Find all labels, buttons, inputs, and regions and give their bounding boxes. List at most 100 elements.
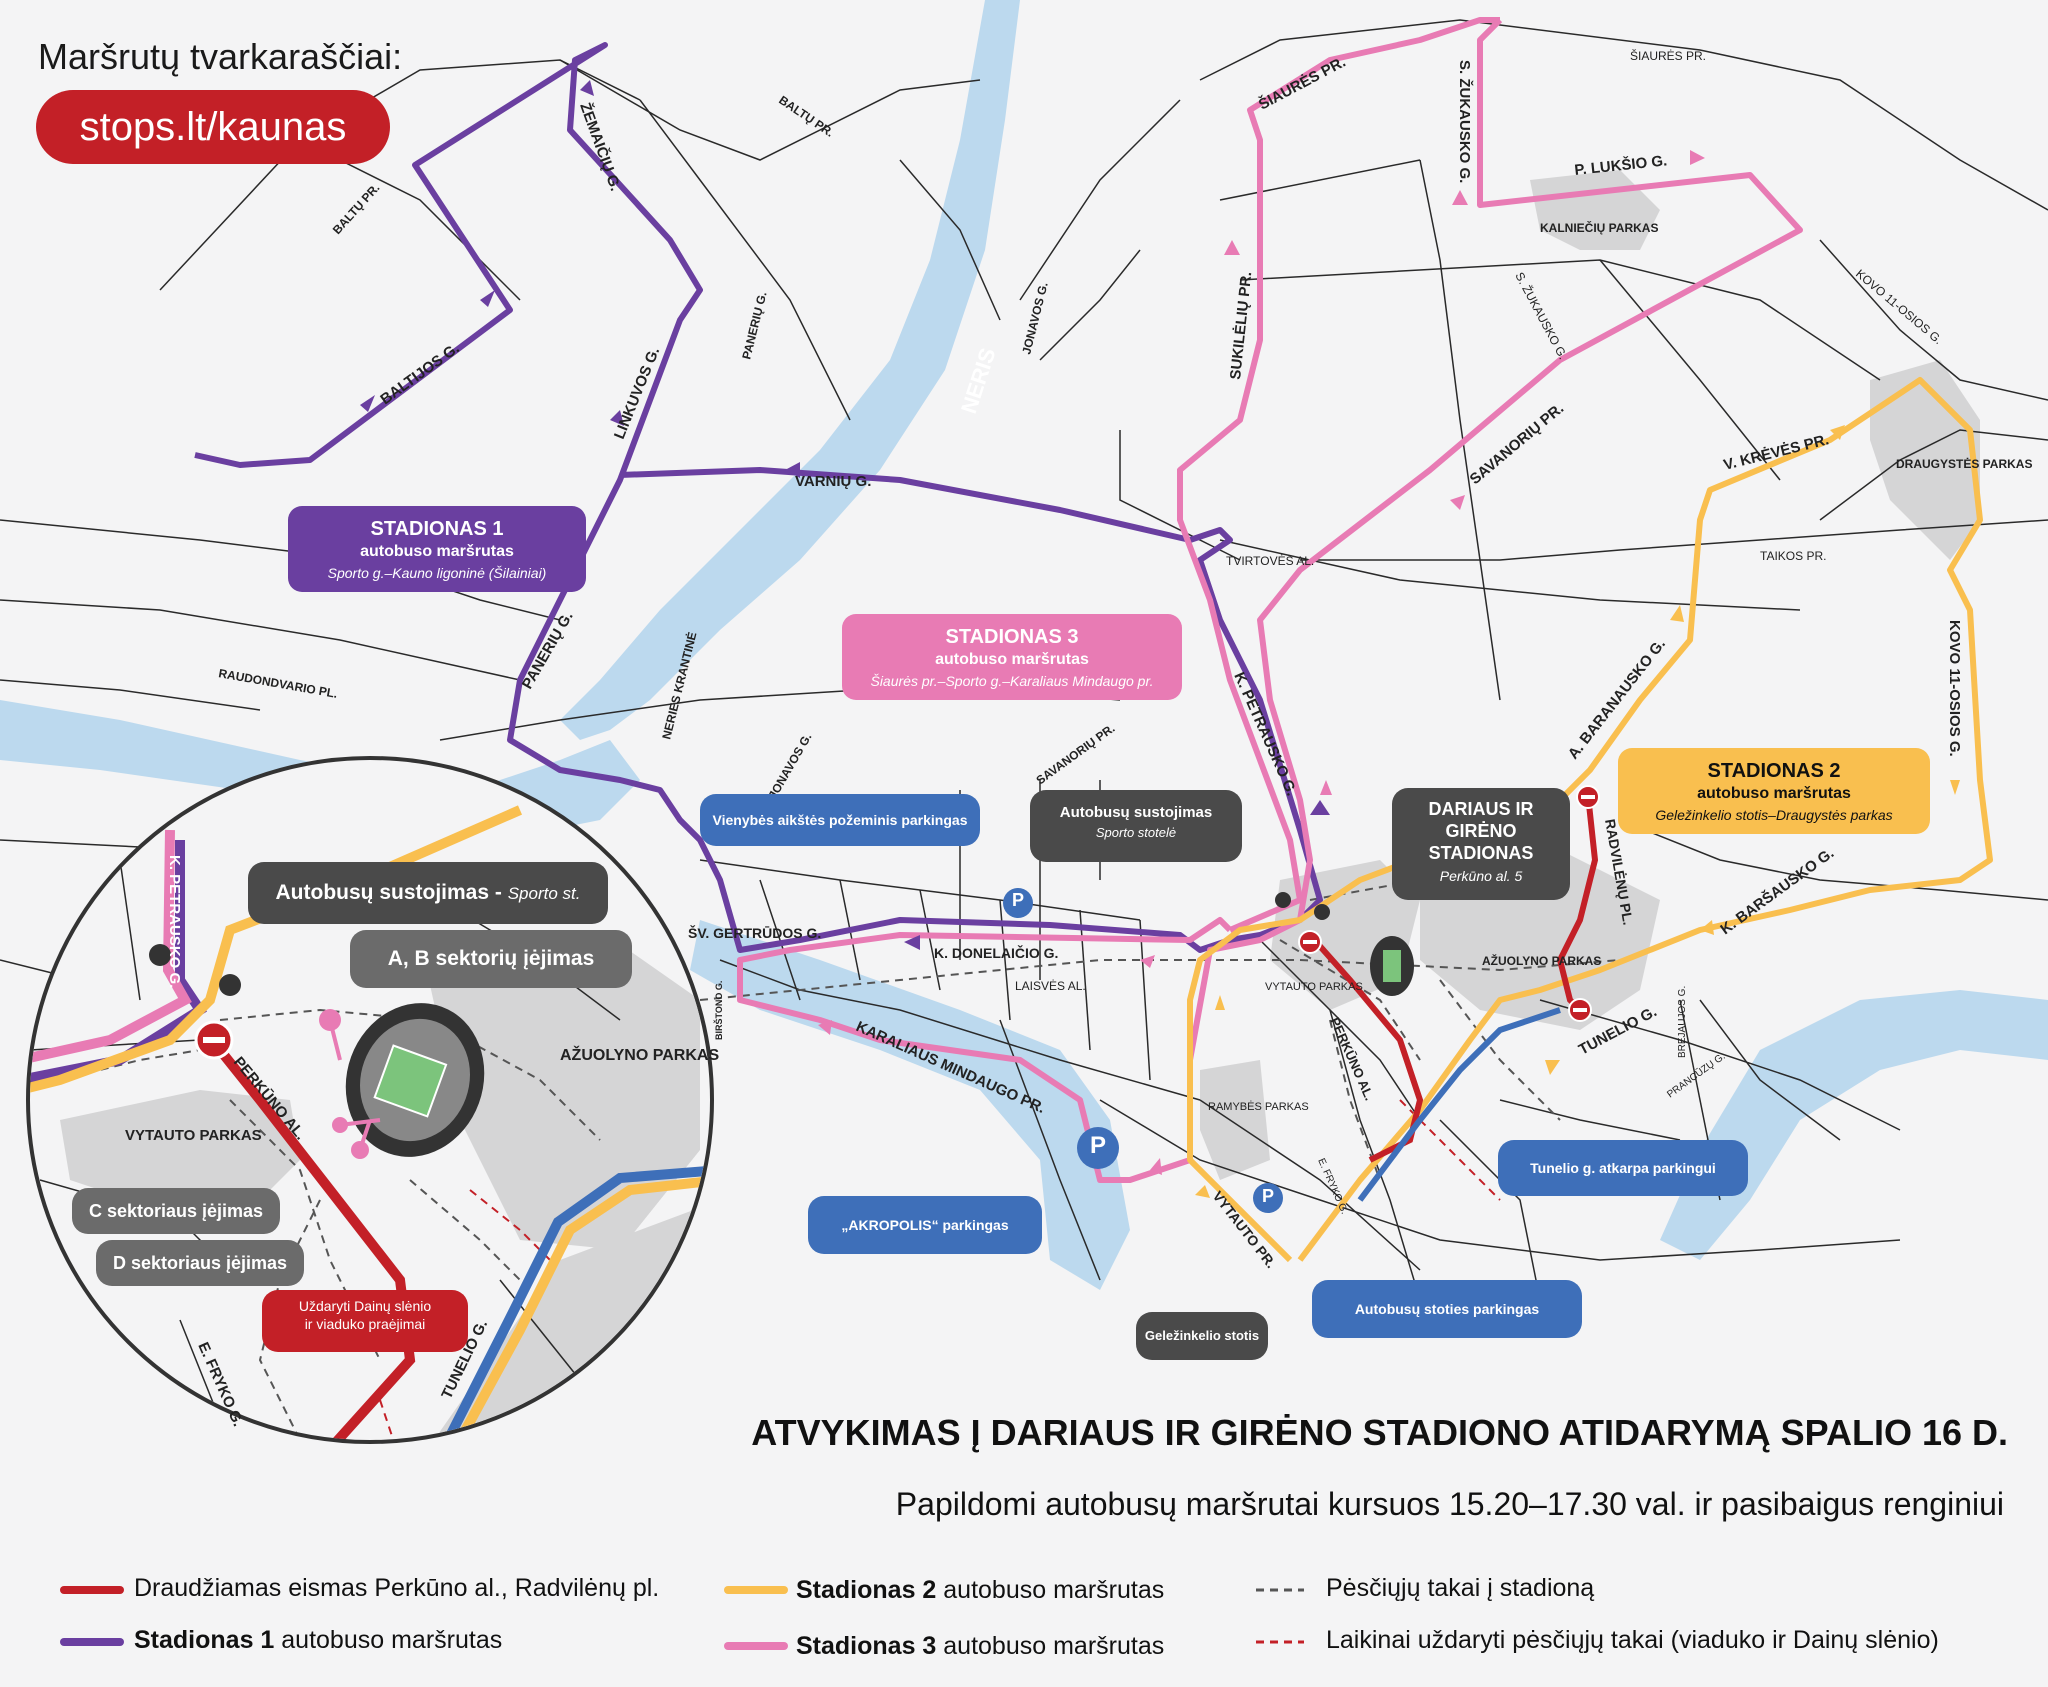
- street-network: [0, 19, 2048, 1301]
- street-label: JONAVOS G.: [765, 731, 814, 802]
- street-label: S. ŽUKAUSKO G.: [1456, 60, 1474, 183]
- street-label: K. DONELAIČIO G.: [934, 944, 1058, 961]
- street-label: K. BARŠAUSKO G.: [1717, 844, 1837, 938]
- stadium-address: Perkūno al. 5: [1439, 868, 1523, 884]
- route-1-title: STADIONAS 1: [370, 518, 504, 540]
- inset-stop-italic: Sporto st.: [507, 884, 581, 903]
- route-3-path: Šiaurės pr.–Sporto g.–Karaliaus Mindaugo…: [870, 673, 1154, 689]
- inset-label: K. PETRAUSKO G.: [166, 855, 183, 988]
- street-label: BALTŲ PR.: [776, 93, 836, 140]
- street-label: KOVO 11-OSIOS G.: [1853, 267, 1945, 347]
- poster-subtitle: Papildomi autobusų maršrutai kursuos 15.…: [895, 1486, 2004, 1522]
- street-label: V. KRĖVĖS PR.: [1722, 431, 1831, 474]
- legend-walk: Pėsčiųjų takai į stadioną: [1326, 1574, 1595, 1602]
- d-entrance-callout: D sektoriaus įėjimas: [96, 1240, 304, 1286]
- route-2-path: Geležinkelio stotis–Draugystės parkas: [1655, 807, 1893, 823]
- route-3-title: STADIONAS 3: [945, 626, 1079, 648]
- route-1-line: [194, 42, 1323, 953]
- street-label: RAUDONDVARIO PL.: [217, 666, 338, 701]
- stadium-icon: [1370, 936, 1414, 996]
- parks: [1200, 170, 1980, 1180]
- legend-route-2: Stadionas 2 autobuso maršrutas: [796, 1576, 1164, 1605]
- legend-route-3-bold: Stadionas 3: [796, 1632, 937, 1660]
- closed-text-line-2: ir viaduko praėjimai: [304, 1316, 426, 1332]
- legend-route-2-rest: autobuso maršrutas: [936, 1576, 1165, 1604]
- route-2-line: [1187, 377, 1993, 1263]
- street-label: PRANCŪZŲ G.: [1665, 1050, 1728, 1100]
- tunelio-parking-road: [1357, 1007, 1561, 1202]
- poster-title: ATVYKIMAS Į DARIAUS IR GIRĖNO STADIONO A…: [751, 1412, 2008, 1453]
- street-label: S. ŽUKAUSKO G.: [1512, 269, 1571, 361]
- street-label: PANERIŲ G.: [739, 290, 769, 360]
- route-2-box: STADIONAS 2 autobuso maršrutas Geležinke…: [1618, 748, 1930, 834]
- schedule-title: Maršrutų tvarkaraščiai:: [38, 36, 403, 77]
- parking-icon: [1003, 888, 1283, 1213]
- street-label: A. BARANAUSKO G.: [1565, 636, 1669, 763]
- street-label: VARNIŲ G.: [795, 473, 871, 490]
- legend-closed: Draudžiamas eismas Perkūno al., Radvilėn…: [134, 1574, 660, 1602]
- sporto-stop-title: Autobusų sustojimas: [1059, 804, 1213, 821]
- schedule-url-link[interactable]: stops.lt/kaunas: [36, 90, 390, 164]
- vienybes-parking-callout: Vienybės aikštės požeminis parkingas: [700, 794, 980, 846]
- inset-label: VYTAUTO PARKAS: [125, 1127, 262, 1144]
- street-label: LAISVĖS AL.: [1015, 979, 1086, 993]
- street-label: BALTŲ PR.: [330, 181, 383, 237]
- street-label: BIRŠTONO G.: [713, 981, 724, 1040]
- tunelio-parking-callout: Tunelio g. atkarpa parkingui: [1498, 1140, 1748, 1196]
- legend-route-1-bold: Stadionas 1: [134, 1626, 275, 1654]
- legend-swatches: [60, 1586, 1304, 1650]
- street-label: TAIKOS PR.: [1760, 549, 1826, 563]
- route-3-sub: autobuso maršrutas: [935, 651, 1089, 668]
- street-label: KOVO 11-OSIOS G.: [1946, 620, 1963, 757]
- bus-station-parking-callout: Autobusų stoties parkingas: [1312, 1280, 1582, 1338]
- street-label: ŠV. GERTRŪDOS G.: [688, 924, 821, 941]
- street-label: AŽUOLYNO PARKAS: [1482, 953, 1601, 968]
- street-label: VYTAUTO PARKAS: [1265, 981, 1363, 993]
- railway-station-callout: Geležinkelio stotis: [1136, 1312, 1268, 1360]
- stadium-title: DARIAUS IR GIRĖNO STADIONAS: [1428, 799, 1534, 863]
- legend-route-2-bold: Stadionas 2: [796, 1576, 937, 1604]
- route-1-sub: autobuso maršrutas: [360, 543, 514, 560]
- inset-stop-label: Autobusų sustojimas -: [275, 881, 502, 904]
- route-2-title: STADIONAS 2: [1707, 760, 1841, 782]
- street-label: SAVANORIŲ PR.: [1034, 721, 1118, 787]
- street-label: JONAVOS G.: [1019, 281, 1050, 356]
- legend-route-1: Stadionas 1 autobuso maršrutas: [134, 1626, 502, 1655]
- street-label: ŠIAURĖS PR.: [1255, 53, 1348, 114]
- legend-route-3-rest: autobuso maršrutas: [936, 1632, 1165, 1660]
- street-label: TVIRTOVĖS AL.: [1226, 554, 1314, 568]
- closed-paths-callout: Uždaryti Dainų slėnio ir viaduko praėjim…: [262, 1290, 468, 1352]
- parking-marker: P: [1011, 890, 1024, 910]
- street-label: E. FRYKO G.: [1315, 1157, 1349, 1216]
- street-label: KALNIEČIŲ PARKAS: [1540, 220, 1658, 235]
- legend-route-3: Stadionas 3 autobuso maršrutas: [796, 1632, 1164, 1661]
- stadium-box: DARIAUS IR GIRĖNO STADIONAS Perkūno al. …: [1392, 788, 1570, 900]
- no-entry-icon: [1298, 785, 1600, 1022]
- street-label: SAVANORIŲ PR.: [1467, 400, 1568, 488]
- route-3-north: [1177, 17, 1500, 933]
- bus-stop-dot: [1314, 904, 1330, 920]
- sporto-stop-callout: Autobusų sustojimas Sporto stotelė: [1030, 790, 1242, 862]
- sporto-stop-sub: Sporto stotelė: [1095, 825, 1177, 840]
- route-2-sub: autobuso maršrutas: [1697, 785, 1851, 802]
- akropolis-parking-callout: „AKROPOLIS“ parkingas: [808, 1196, 1042, 1254]
- c-entrance-callout: C sektoriaus įėjimas: [72, 1188, 280, 1234]
- direction-arrows: [360, 80, 1960, 1198]
- street-label: NERIS: [956, 345, 1001, 417]
- route-1-box: STADIONAS 1 autobuso maršrutas Sporto g.…: [288, 506, 586, 592]
- ab-entrance-callout: A, B sektorių įėjimas: [350, 930, 632, 988]
- street-label: BALTIJOS G.: [377, 340, 462, 408]
- street-label: DRAUGYSTĖS PARKAS: [1896, 456, 2032, 471]
- inset-label: AŽUOLYNO PARKAS: [560, 1045, 719, 1064]
- closed-text-line-1: Uždaryti Dainų slėnio: [298, 1298, 432, 1314]
- street-label: BREJAUJOS G.: [1677, 986, 1688, 1058]
- parking-marker: P: [1261, 1186, 1274, 1206]
- street-label: ŠIAURĖS PR.: [1630, 48, 1706, 63]
- route-3-box: STADIONAS 3 autobuso maršrutas Šiaurės p…: [842, 614, 1182, 700]
- street-label: RAMYBĖS PARKAS: [1208, 1100, 1309, 1113]
- inset-bus-stop-callout: Autobusų sustojimas - Sporto st.: [248, 862, 608, 924]
- route-1-path: Sporto g.–Kauno ligoninė (Šilainiai): [327, 565, 547, 581]
- legend-walk-closed: Laikinai uždaryti pėsčiųjų takai (viaduk…: [1326, 1626, 1939, 1654]
